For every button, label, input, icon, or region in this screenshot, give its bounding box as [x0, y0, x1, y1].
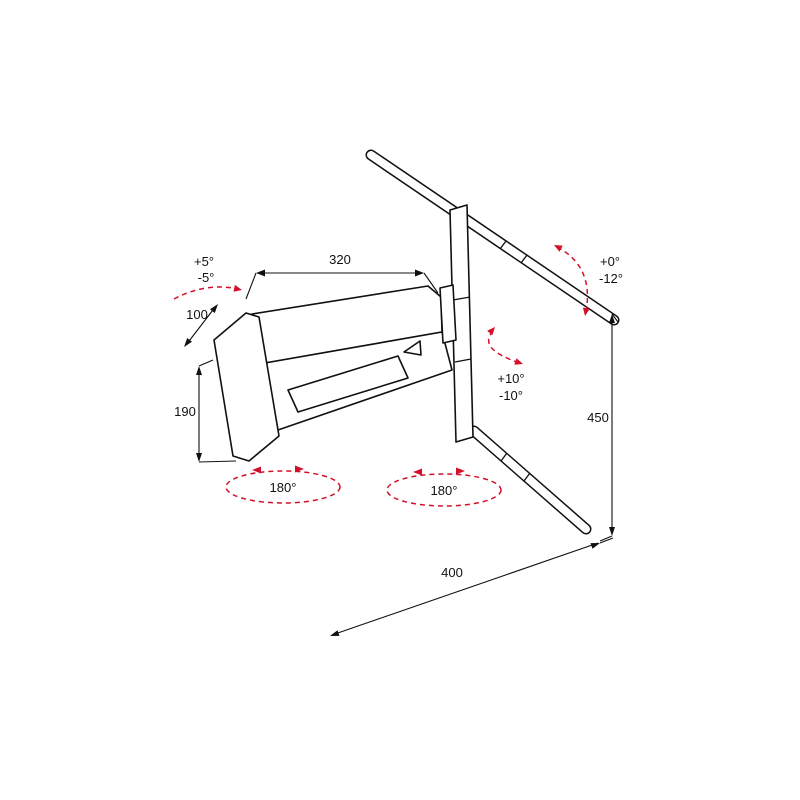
wall-rail-top-fill — [367, 151, 618, 324]
dim-line — [185, 305, 217, 346]
rail-hole-tick — [500, 452, 508, 462]
dim-label-450: 450 — [587, 410, 609, 425]
dim-label-190: 190 — [174, 404, 196, 419]
dim-bracket-height: 450 — [587, 313, 619, 542]
angle-label-minus10: -10° — [499, 388, 523, 403]
arm-slot — [287, 355, 409, 413]
arm-tab — [403, 340, 422, 356]
angle-label-plus0: +0° — [600, 254, 620, 269]
angle-wall-tilt: +0° -12° — [554, 245, 623, 316]
angle-label-plus10: +10° — [497, 371, 524, 386]
red-arrowhead — [233, 284, 242, 292]
wall-column — [449, 204, 474, 443]
extension-line — [198, 359, 214, 367]
arm-pivot-connector — [439, 284, 457, 344]
red-arrowhead — [295, 465, 304, 473]
arrowhead — [590, 543, 600, 549]
extension-line — [599, 537, 614, 544]
arrowhead — [184, 338, 192, 347]
arrowhead — [196, 366, 202, 375]
extension-line — [198, 460, 237, 463]
column-detail — [452, 296, 471, 301]
arrowhead — [330, 630, 340, 636]
extension-line — [611, 313, 619, 323]
dim-plate-width: 100 — [184, 304, 218, 347]
arrowhead — [256, 269, 265, 277]
angle-swivel-left: 180° — [225, 465, 341, 504]
dim-plate-height: 190 — [174, 359, 237, 463]
red-arrowhead — [514, 358, 523, 365]
dim-label-100: 100 — [186, 307, 208, 322]
pivot-arc — [487, 330, 521, 364]
angle-label-plus5: +5° — [194, 254, 214, 269]
swivel-ellipse — [386, 473, 502, 507]
arrowhead — [609, 527, 615, 536]
rail-hole-tick — [523, 472, 531, 482]
mount-drawing — [213, 149, 620, 535]
dim-line — [331, 542, 599, 636]
red-arrowhead — [413, 468, 422, 476]
extension-line — [423, 272, 439, 294]
wall-tilt-arc — [556, 246, 589, 313]
red-arrowhead — [582, 307, 590, 316]
column-detail — [454, 358, 472, 363]
dim-label-400: 400 — [441, 565, 463, 580]
extension-line — [245, 272, 257, 300]
dim-label-320: 320 — [329, 252, 351, 267]
vesa-plate — [213, 312, 280, 462]
arrowhead — [415, 269, 424, 277]
extension-line — [599, 535, 613, 542]
angle-plate-tilt: +5° -5° — [173, 254, 242, 300]
angle-swivel-center: 180° — [386, 467, 502, 507]
angle-label-180-center: 180° — [431, 483, 458, 498]
tilt-arc — [173, 286, 239, 300]
red-arrowhead — [554, 245, 563, 252]
rail-hole-tick — [499, 240, 507, 250]
arrowhead — [196, 453, 202, 462]
angle-pivot: +10° -10° — [487, 327, 525, 403]
angle-label-minus12: -12° — [599, 271, 623, 286]
angle-label-minus5: -5° — [198, 270, 215, 285]
red-arrowhead — [456, 467, 465, 475]
dim-arm-length: 320 — [245, 252, 439, 300]
arrowhead — [210, 304, 218, 313]
rail-hole-tick — [520, 254, 528, 264]
red-arrowhead — [487, 327, 495, 336]
dim-bracket-width: 400 — [330, 537, 614, 636]
wall-rail-bottom-fill — [470, 427, 590, 533]
arrowhead — [609, 314, 615, 323]
angle-label-180-left: 180° — [270, 480, 297, 495]
swivel-ellipse — [225, 470, 341, 504]
red-arrowhead — [252, 466, 261, 474]
